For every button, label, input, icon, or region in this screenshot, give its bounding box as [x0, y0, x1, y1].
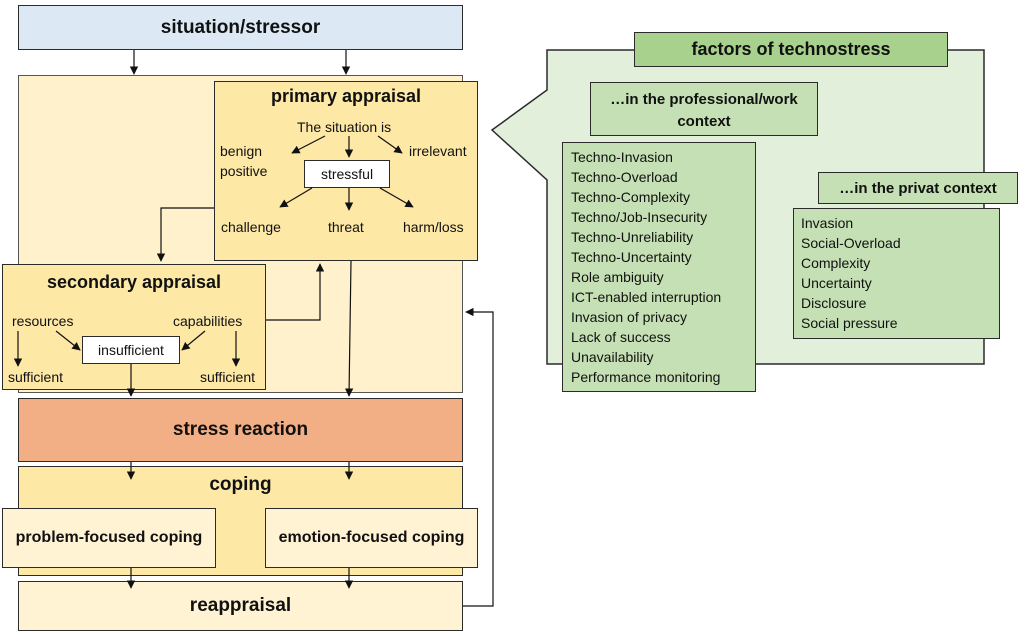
resources-label: resources: [12, 313, 74, 329]
capabilities-label: capabilities: [173, 313, 243, 329]
harm-loss-label: harm/loss: [403, 219, 464, 235]
work_items-item: Performance monitoring: [571, 369, 721, 385]
insufficient-label: insufficient: [98, 342, 164, 358]
stressful-box: stressful: [304, 160, 390, 188]
work-items-box: [562, 142, 756, 392]
work_items-item: Techno-Invasion: [571, 149, 673, 165]
work_items-item: Invasion of privacy: [571, 309, 687, 325]
situation-is-label: The situation is: [297, 119, 392, 135]
reappraisal-label: reappraisal: [189, 595, 292, 616]
secondary-appraisal-title: secondary appraisal: [46, 272, 222, 292]
work-context-box: …in the professional/work context: [590, 82, 818, 136]
private_items-item: Uncertainty: [801, 275, 872, 291]
work-context-line2: context: [677, 113, 731, 130]
work_items-item: Role ambiguity: [571, 269, 664, 285]
work_items-item: Techno-Unreliability: [571, 229, 694, 245]
work-context-line1: …in the professional/work: [610, 91, 798, 108]
threat-label: threat: [328, 219, 364, 235]
private_items-item: Disclosure: [801, 295, 867, 311]
work_items-item: Lack of success: [571, 329, 671, 345]
private_items-item: Complexity: [801, 255, 871, 271]
primary-appraisal-title: primary appraisal: [270, 86, 422, 106]
private_items-item: Social pressure: [801, 315, 898, 331]
coping-title: coping: [209, 474, 272, 495]
factors-title-box: factors of technostress: [634, 32, 948, 67]
private-context-box: …in the privat context: [818, 172, 1018, 204]
sufficient-right-label: sufficient: [200, 369, 255, 385]
positive-label: positive: [220, 163, 268, 179]
problem-focused-coping-box: problem-focused coping: [2, 508, 216, 568]
private-items-box: [793, 208, 1000, 339]
private_items-item: Invasion: [801, 215, 854, 231]
sufficient-left-label: sufficient: [8, 369, 63, 385]
situation-stressor-label: situation/stressor: [160, 16, 321, 38]
private_items-item: Social-Overload: [801, 235, 901, 251]
work_items-item: Techno-Complexity: [571, 189, 691, 205]
benign-label: benign: [220, 143, 263, 159]
emotion-focused-coping-label: emotion-focused coping: [278, 529, 465, 546]
stress-reaction-box: stress reaction: [18, 398, 463, 462]
factors-title-label: factors of technostress: [691, 39, 891, 59]
challenge-label: challenge: [221, 219, 281, 235]
work_items-item: Techno/Job-Insecurity: [571, 209, 708, 225]
insufficient-box: insufficient: [82, 336, 180, 364]
stressful-label: stressful: [320, 166, 374, 182]
stress-reaction-label: stress reaction: [172, 419, 309, 440]
emotion-focused-coping-box: emotion-focused coping: [265, 508, 478, 568]
private-context-label: …in the privat context: [839, 179, 997, 197]
work_items-item: Techno-Uncertainty: [571, 249, 692, 265]
reappraisal-box: reappraisal: [18, 581, 463, 631]
work_items-item: ICT-enabled interruption: [571, 289, 722, 305]
work_items-item: Techno-Overload: [571, 169, 678, 185]
irrelevant-label: irrelevant: [409, 143, 467, 159]
situation-stressor-box: situation/stressor: [18, 5, 463, 50]
problem-focused-coping-label: problem-focused coping: [15, 529, 203, 546]
work_items-item: Unavailability: [571, 349, 654, 365]
